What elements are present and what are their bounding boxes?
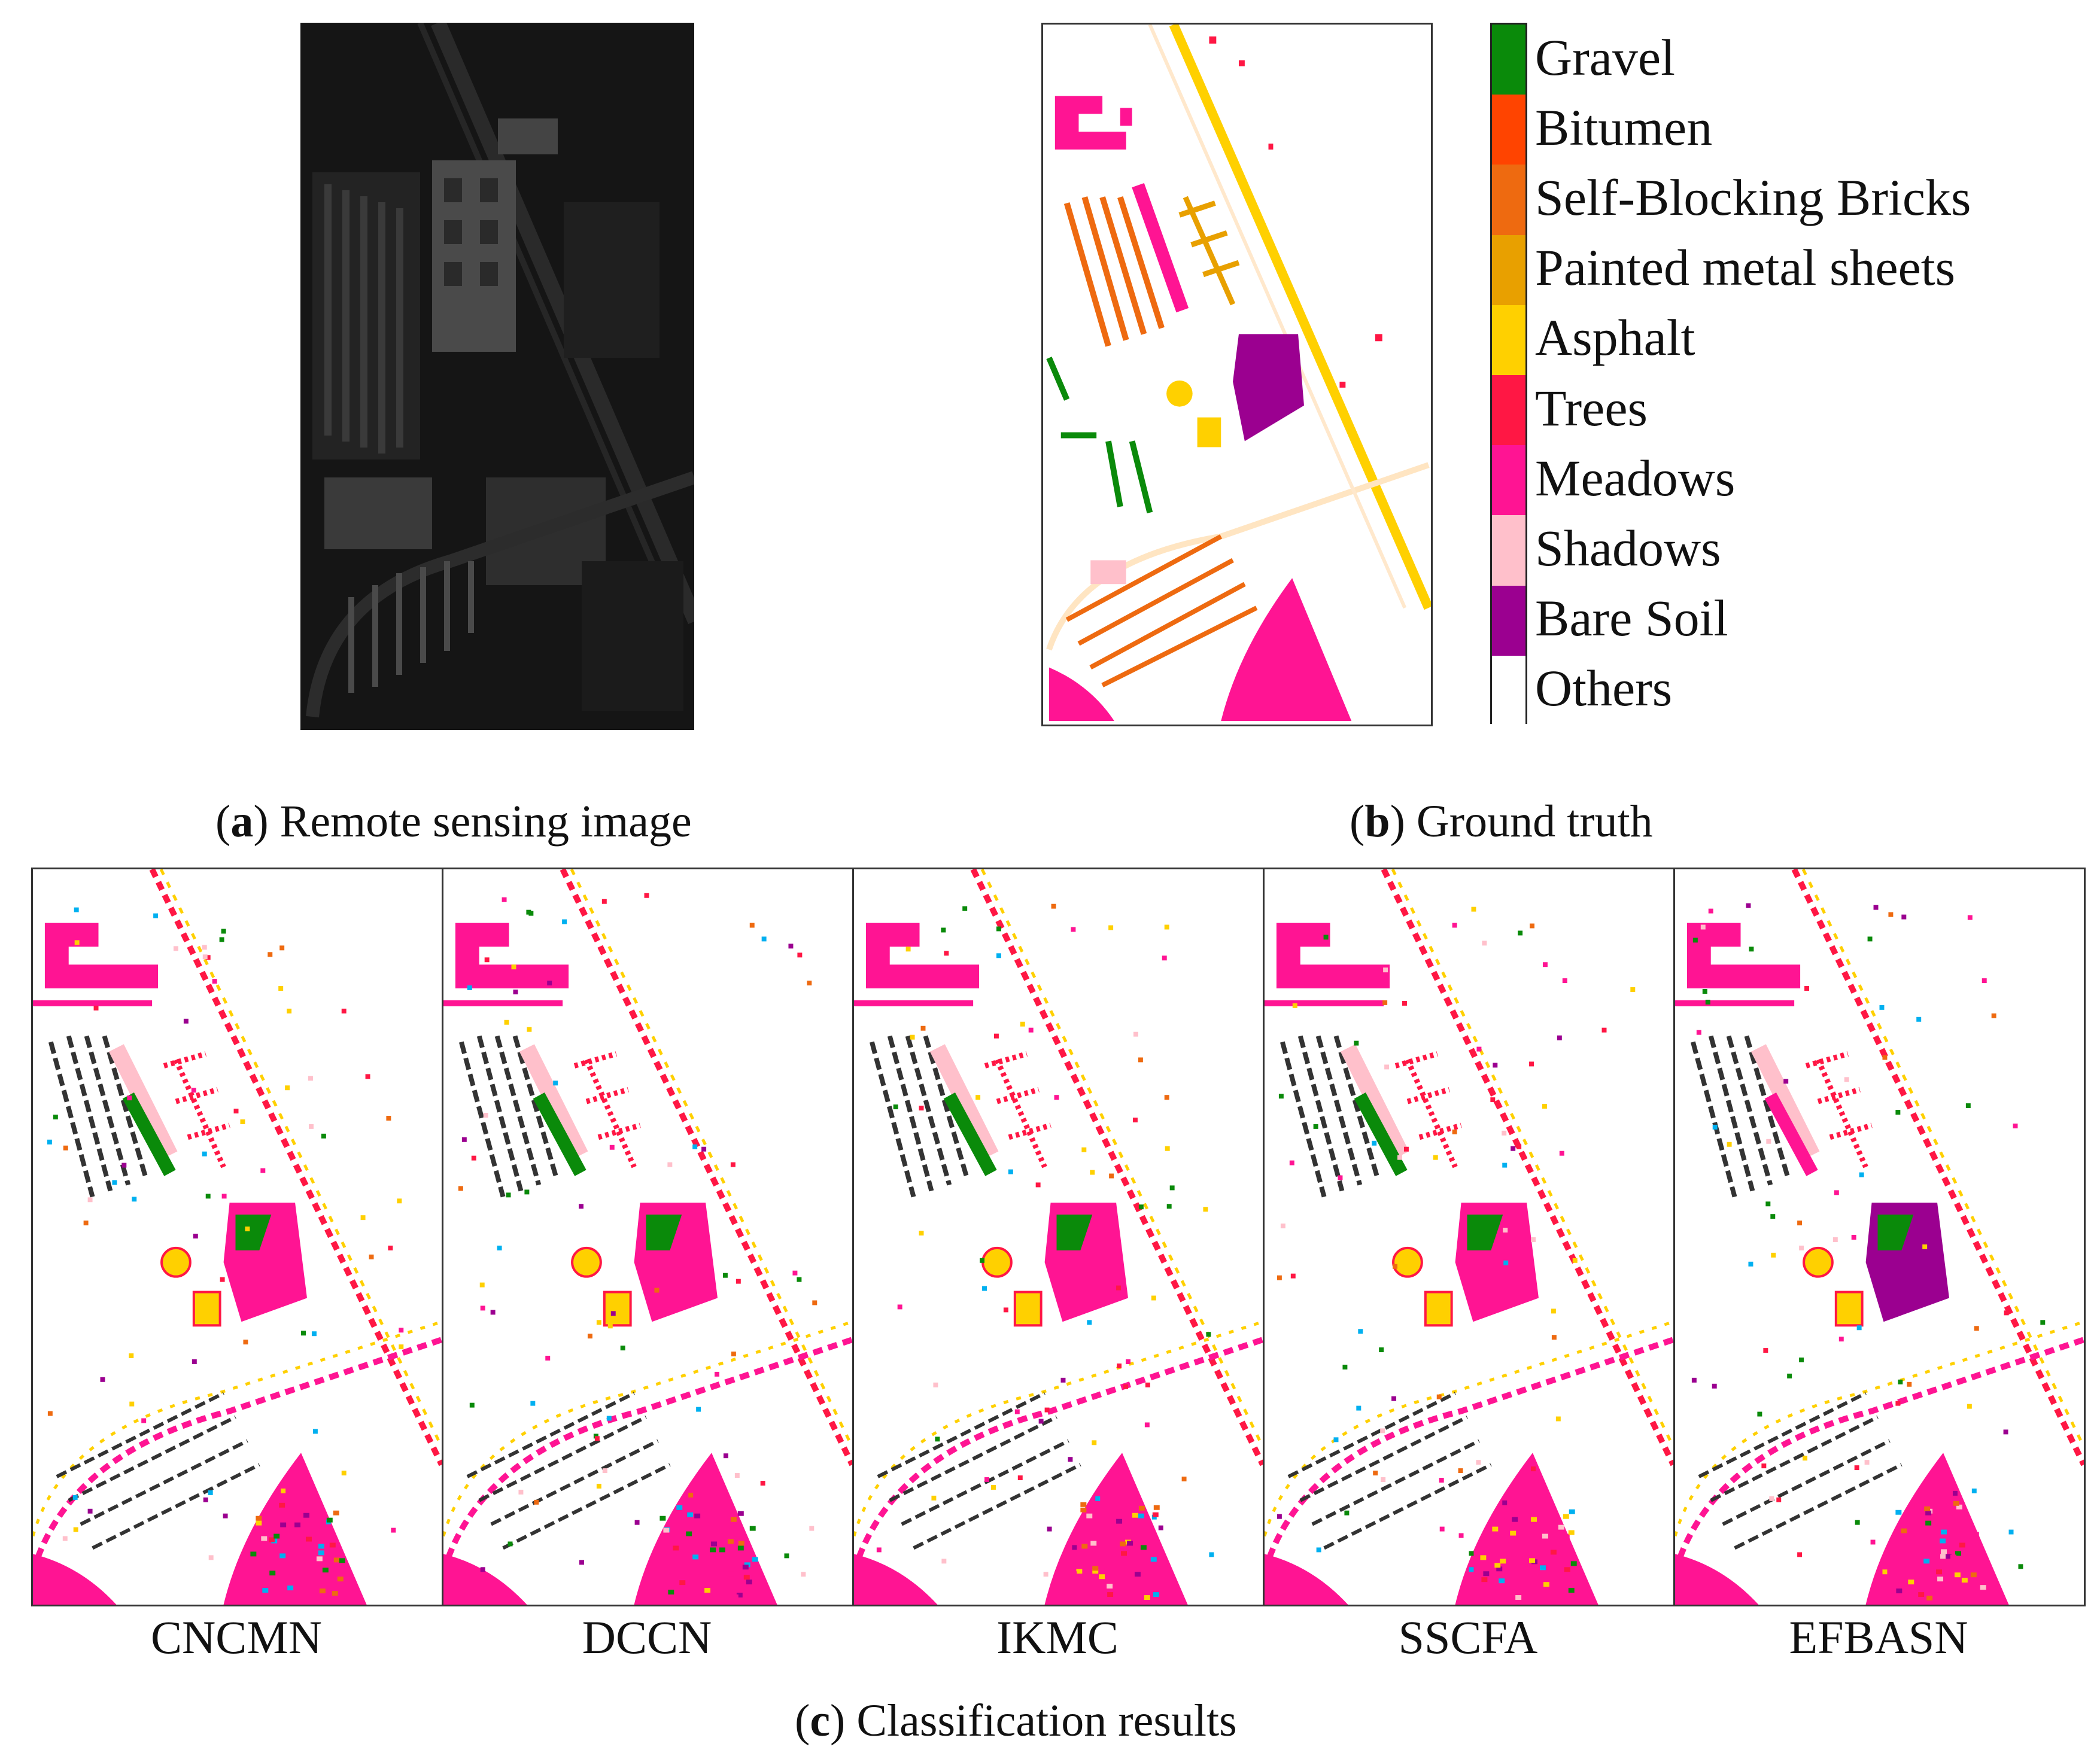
legend-label-trees: Trees: [1535, 379, 1648, 437]
method-label-cncmn: CNCMN: [150, 1611, 323, 1663]
classification-map-efbasn: [1673, 868, 2086, 1606]
caption-a-open: (: [215, 796, 231, 847]
caption-b-letter: b: [1364, 796, 1390, 847]
caption-a-close: ): [253, 796, 269, 847]
method-label-ikmc: IKMC: [996, 1611, 1119, 1663]
legend-label-meadows: Meadows: [1535, 449, 1736, 507]
legend-label-others: Others: [1535, 659, 1673, 717]
classification-map-sscfa: [1263, 868, 1675, 1606]
legend-label-bare-soil: Bare Soil: [1535, 589, 1728, 647]
legend-swatch-bare-soil: [1492, 585, 1525, 656]
caption-c-text: Classification results: [845, 1696, 1237, 1746]
legend-swatch-meadows: [1492, 445, 1525, 516]
caption-a-text: Remote sensing image: [268, 796, 692, 847]
caption-b: (b) Ground truth: [1350, 799, 1653, 844]
caption-c-letter: c: [810, 1696, 831, 1746]
legend-label-painted-metal-sheets: Painted metal sheets: [1535, 239, 1956, 297]
classification-results-row: [31, 868, 2086, 1606]
remote-sensing-image: [300, 23, 694, 730]
caption-a: (a) Remote sensing image: [215, 799, 692, 844]
method-label-sscfa: SSCFA: [1398, 1611, 1538, 1663]
caption-b-text: Ground truth: [1405, 796, 1653, 847]
method-label-efbasn: EFBASN: [1789, 1611, 1968, 1663]
caption-b-open: (: [1350, 796, 1365, 847]
classification-map-cncmn: [31, 868, 443, 1606]
legend-swatch-gravel: [1492, 25, 1525, 95]
caption-c-open: (: [795, 1696, 810, 1746]
ground-truth-map: [1041, 23, 1433, 726]
legend-swatch-shadows: [1492, 515, 1525, 586]
classification-map-dccn: [442, 868, 854, 1606]
legend-label-asphalt: Asphalt: [1535, 309, 1695, 367]
legend-label-bitumen: Bitumen: [1535, 98, 1713, 156]
legend-swatch-trees: [1492, 375, 1525, 446]
legend-color-bar: [1490, 23, 1527, 726]
legend-swatch-bitumen: [1492, 95, 1525, 165]
legend-label-gravel: Gravel: [1535, 28, 1675, 86]
legend-swatch-painted-metal-sheets: [1492, 235, 1525, 305]
caption-c: (c) Classification results: [795, 1698, 1237, 1743]
caption-a-letter: a: [230, 796, 254, 847]
caption-c-close: ): [830, 1696, 846, 1746]
legend-swatch-self-blocking-bricks: [1492, 165, 1525, 235]
legend-label-shadows: Shadows: [1535, 519, 1721, 577]
legend-swatch-others: [1492, 655, 1525, 726]
legend-label-self-blocking-bricks: Self-Blocking Bricks: [1535, 169, 1971, 226]
classification-map-ikmc: [852, 868, 1265, 1606]
caption-b-close: ): [1390, 796, 1405, 847]
method-label-dccn: DCCN: [582, 1611, 712, 1663]
legend-swatch-asphalt: [1492, 305, 1525, 375]
